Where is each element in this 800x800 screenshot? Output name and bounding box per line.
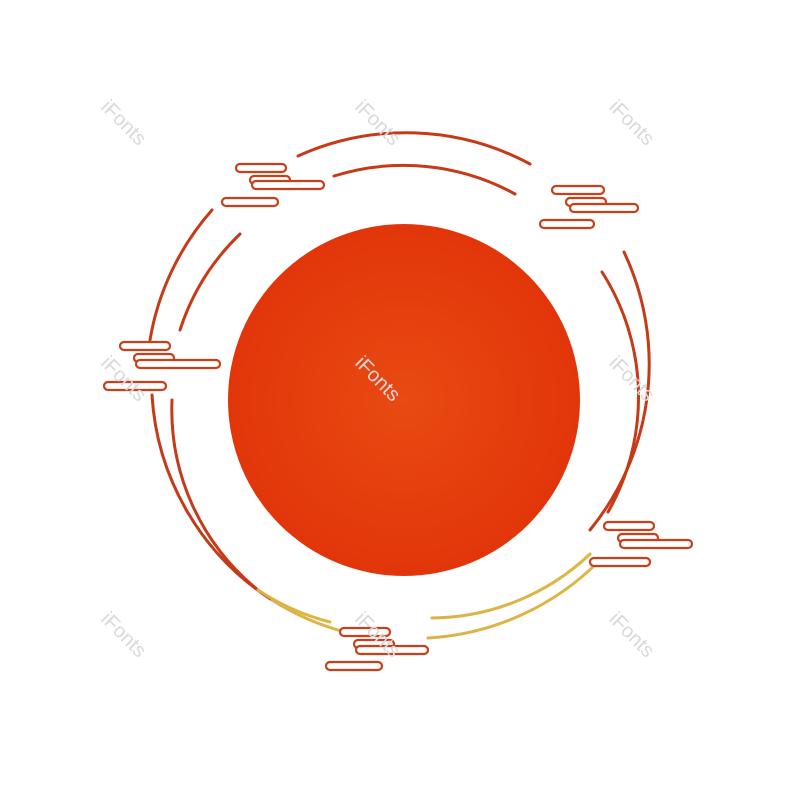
red-sun	[228, 224, 580, 576]
inner-arc-lower-left	[170, 398, 260, 592]
outer-arc-top	[296, 131, 532, 166]
outer-arc-bottom-right-gold	[426, 558, 602, 640]
cloud-top-left	[220, 162, 326, 208]
cloud-top-right	[538, 184, 640, 230]
outer-arc-right	[588, 250, 651, 532]
inner-arc-bottom-right-gold	[430, 552, 592, 620]
inner-ring	[170, 163, 640, 624]
clouds	[102, 162, 694, 672]
inner-arc-top	[332, 163, 517, 196]
inner-arc-bottom-gold	[256, 588, 332, 624]
outer-arc-left	[148, 208, 214, 342]
cloud-right	[588, 520, 694, 568]
inner-arc-left	[178, 232, 242, 332]
cloud-bottom	[324, 626, 430, 672]
cloud-left	[102, 340, 222, 392]
inner-arc-right	[600, 270, 640, 514]
